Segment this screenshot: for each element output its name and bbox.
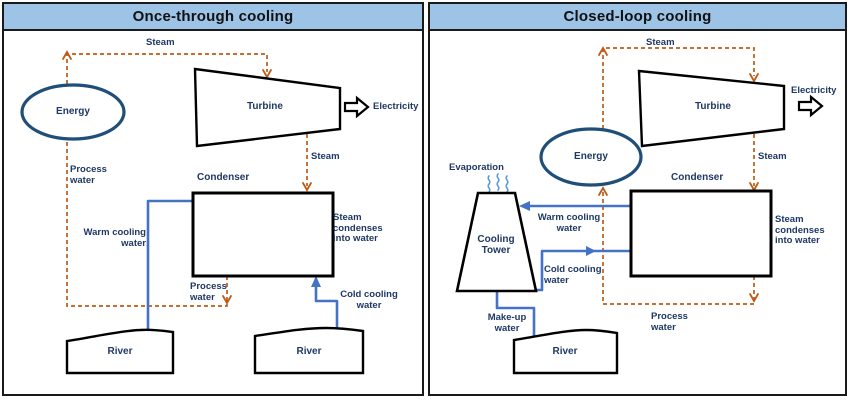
electricity-label: Electricity	[373, 101, 419, 112]
warm-cooling-water-label: Warm cooling water	[83, 227, 146, 249]
river-intake-shape	[253, 326, 365, 375]
energy-label: Energy	[56, 106, 90, 117]
process-water-arrow-down-icon	[749, 293, 759, 303]
cold-water-arrow-icon	[586, 246, 596, 256]
process-water-arrow-up-icon	[598, 186, 608, 196]
evaporation-wave-icon	[496, 173, 500, 191]
process-water-label: Process water	[70, 164, 107, 186]
electricity-arrow-icon	[797, 94, 824, 118]
energy-label: Energy	[574, 151, 608, 162]
turbine-label: Turbine	[695, 101, 731, 112]
evaporation-label: Evaporation	[449, 162, 504, 173]
process-water-bottom-label: Process water	[190, 281, 227, 303]
river-intake-label: River	[296, 346, 322, 357]
electricity-arrow-icon	[343, 95, 370, 119]
steam-arrow-up-icon	[598, 46, 608, 56]
electricity-label: Electricity	[791, 85, 837, 96]
cooling-tower-shape	[455, 191, 538, 293]
condenser-label: Condenser	[197, 172, 250, 183]
river-outflow-label: River	[107, 346, 133, 357]
steam-arrow-into-condenser-icon	[302, 182, 312, 192]
steam-condenses-label: Steam condenses into water	[775, 214, 825, 246]
panel-title-once-through: Once-through cooling	[4, 4, 422, 31]
steam-arrow-up-icon	[62, 50, 72, 60]
steam-arrow-into-turbine-icon	[262, 69, 272, 79]
turbine-label: Turbine	[247, 101, 283, 112]
cold-cooling-water-label: Cold cooling water	[544, 264, 602, 286]
condenser-box	[629, 189, 773, 278]
energy-shape	[20, 83, 126, 141]
river-outflow-shape	[65, 328, 175, 375]
cold-cooling-water-label: Cold cooling water	[340, 289, 398, 311]
energy-shape	[539, 127, 643, 187]
process-water-arrow-down-icon	[222, 295, 232, 305]
once-through-drawing	[20, 50, 370, 375]
warm-water-arrow-icon	[519, 201, 530, 211]
process-water-line	[602, 189, 755, 305]
evaporation-wave-icon	[505, 175, 509, 193]
warm-water-line	[138, 199, 193, 346]
closed-loop-drawing	[455, 46, 824, 375]
condenser-box	[191, 191, 335, 278]
steam-flow-line	[602, 47, 755, 129]
once-through-diagram-area: Steam Energy Process water Turbine Elect…	[4, 31, 422, 394]
cold-water-line	[314, 278, 339, 335]
turbine-shape	[637, 69, 786, 148]
river-label: River	[552, 346, 578, 357]
steam-down-label: Steam	[758, 151, 787, 162]
panel-closed-loop: Closed-loop cooling	[428, 2, 847, 396]
steam-down-label: Steam	[311, 151, 340, 162]
process-water-line	[66, 139, 228, 307]
makeup-water-line	[495, 282, 536, 346]
cold-water-arrow-icon	[311, 276, 321, 287]
steam-arrow-into-turbine-icon	[749, 73, 759, 83]
process-water-label: Process water	[651, 311, 688, 333]
panel-once-through: Once-through cooling	[2, 2, 424, 396]
panel-title-closed-loop: Closed-loop cooling	[430, 4, 845, 31]
evaporation-wave-icon	[487, 175, 491, 193]
steam-condenses-label: Steam condenses into water	[333, 212, 383, 244]
steam-label: Steam	[146, 37, 175, 48]
makeup-water-label: Make-up water	[487, 312, 527, 334]
condenser-label: Condenser	[671, 172, 724, 183]
cooling-tower-label: Cooling Tower	[477, 234, 515, 256]
steam-flow-line	[66, 53, 268, 84]
steam-label: Steam	[646, 37, 675, 48]
warm-cooling-water-label: Warm cooling water	[537, 212, 601, 234]
turbine-shape	[193, 67, 342, 148]
closed-loop-diagram-area: Steam Energy Turbine Electricity Steam C…	[430, 31, 845, 394]
river-shape	[512, 328, 619, 375]
